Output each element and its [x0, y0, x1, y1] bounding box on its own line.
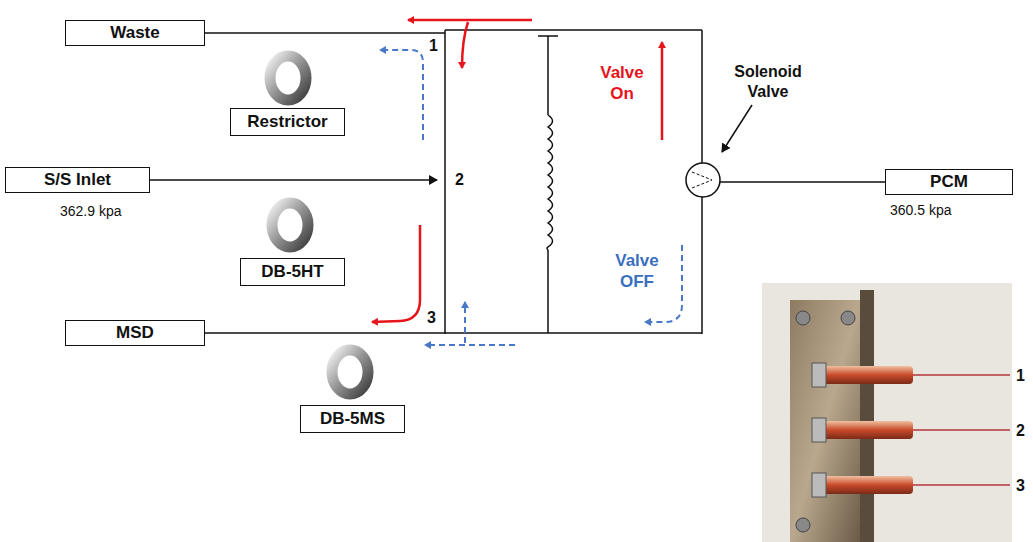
box-label: Restrictor: [241, 112, 333, 132]
pressure-value: 360.5 kpa: [890, 202, 980, 220]
restrictor-box: Restrictor: [230, 108, 345, 136]
column-box: DB-5MS: [300, 405, 405, 433]
component-label: Solenoid Valve: [718, 62, 818, 102]
column-box: DB-5HT: [240, 258, 345, 286]
box-label: DB-5HT: [255, 262, 329, 282]
box-label: S/S Inlet: [38, 170, 117, 190]
inlet-box: S/S Inlet: [5, 167, 150, 193]
valve-state-label: Valve OFF: [602, 250, 672, 293]
waste-box: Waste: [65, 20, 205, 46]
callout-number: 3: [427, 308, 441, 328]
callout-number: 2: [455, 170, 469, 190]
msd-box: MSD: [65, 320, 205, 346]
pcm-box: PCM: [885, 169, 1013, 195]
box-label: Waste: [104, 23, 165, 43]
callout-number: 1: [429, 36, 443, 56]
box-label: PCM: [924, 172, 974, 192]
box-label: MSD: [110, 323, 160, 343]
callout-number: 2: [1016, 421, 1030, 441]
callout-number: 3: [1016, 476, 1030, 496]
box-label: DB-5MS: [314, 409, 391, 429]
callout-number: 1: [1016, 366, 1030, 386]
pressure-value: 362.9 kpa: [60, 203, 150, 221]
valve-state-label: Valve On: [592, 62, 652, 105]
